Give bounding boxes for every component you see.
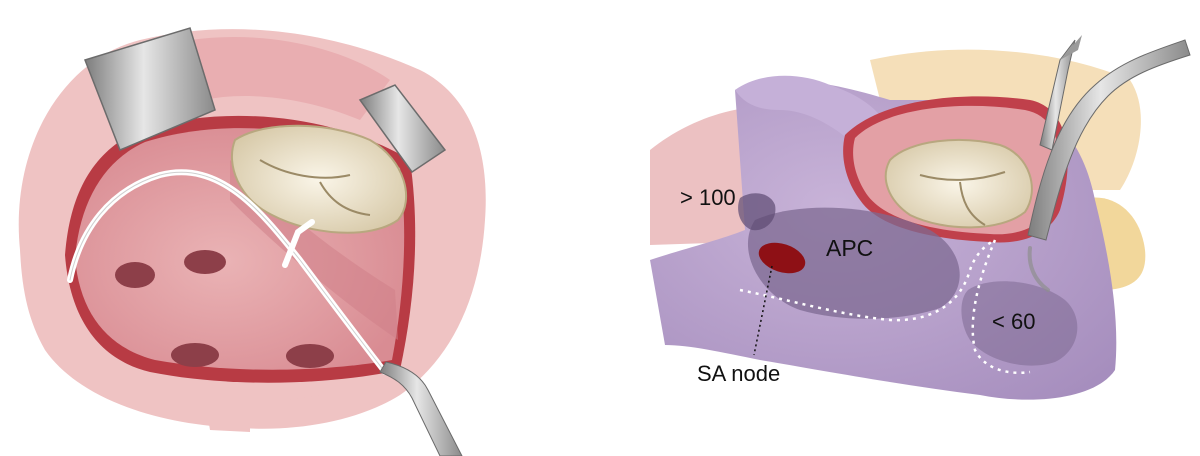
sa-node	[758, 242, 806, 274]
right-anatomic-view	[650, 35, 1191, 400]
retractor-right	[358, 84, 447, 174]
label-under-60: < 60	[992, 309, 1036, 334]
cryoprobe	[1027, 39, 1191, 241]
mitral-valve	[230, 124, 407, 234]
label-over-100: > 100	[680, 185, 736, 210]
tissue-tab-3	[290, 395, 330, 425]
over-100-zone	[738, 193, 776, 231]
dotted-conduction-line-2	[971, 239, 1031, 374]
tissue-tab-1	[150, 390, 200, 418]
label-sa-node: SA node	[697, 361, 781, 386]
vein-orifice-4	[286, 344, 334, 368]
probe-handle	[379, 361, 463, 456]
vein-orifice-2	[184, 250, 226, 274]
upper-tissue-fold	[190, 36, 390, 120]
vein-orifice-1	[115, 262, 155, 288]
tricuspid-valve	[884, 139, 1033, 229]
under-60-zone	[961, 281, 1078, 366]
left-atriotomy-view	[18, 27, 486, 456]
tissue-tab-2	[205, 400, 250, 432]
valve-lines	[919, 171, 1006, 226]
forceps-jaw	[1060, 35, 1082, 60]
valve-commissure	[259, 159, 371, 216]
label-apc: APC	[826, 235, 874, 261]
sa-node-pointer	[753, 265, 773, 356]
probe-tip-inside	[1027, 246, 1050, 292]
forceps	[1039, 39, 1076, 151]
vein-orifice-3	[171, 343, 219, 367]
probe-branch	[282, 219, 315, 268]
apc-zone	[747, 207, 960, 319]
ablation-probe-line-outline	[69, 171, 386, 373]
retractor-left	[84, 27, 216, 151]
